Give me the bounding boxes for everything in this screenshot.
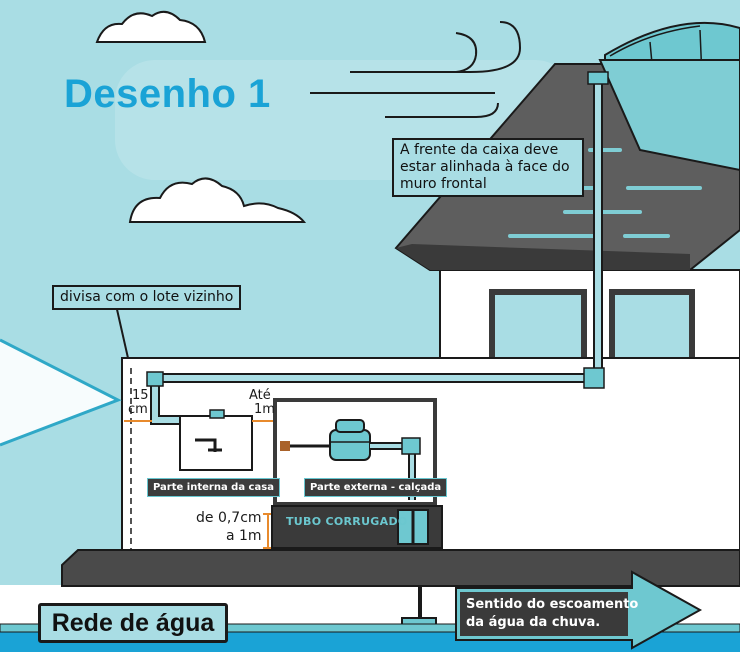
max-distance-value: 1m [254, 402, 275, 417]
faucet-icon [209, 409, 225, 419]
cloud-icon [95, 10, 207, 43]
corrugated-tube-label: TUBO CORRUGADO [286, 515, 408, 528]
sidewalk [61, 549, 740, 587]
tap-icon [195, 438, 222, 452]
cloud-icon [128, 177, 307, 223]
water-meter-icon [329, 419, 371, 461]
flow-direction-line2: da água da chuva. [466, 615, 601, 630]
house-window [489, 289, 587, 365]
depth-label-line2: a 1m [226, 528, 262, 544]
offset-unit: cm [128, 402, 148, 417]
pipe-joint [146, 371, 164, 387]
offset-value: 15 [132, 388, 149, 403]
flow-direction-line1: Sentido do escoamento [466, 597, 639, 612]
pipe-joint [587, 71, 609, 85]
house-window [609, 289, 695, 365]
interior-box [179, 415, 253, 471]
flow-direction-label: Sentido do escoamento da água da chuva. [466, 596, 638, 632]
valve-icon [280, 441, 290, 451]
interior-box-label: Parte interna da casa [147, 478, 280, 497]
external-box-label: Parte externa - calçada [304, 478, 448, 497]
water-network-top [0, 623, 740, 633]
wind-icon [310, 21, 522, 118]
pipe-joint [401, 437, 421, 455]
depth-label-line1: de 0,7cm [196, 510, 262, 526]
callout-leader [115, 304, 129, 359]
water-network-label: Rede de água [38, 603, 228, 643]
flow-arrow-label-bg [460, 592, 628, 636]
caixa-alignment-callout: A frente da caixa deve estar alinhada à … [392, 138, 584, 197]
divisa-callout: divisa com o lote vizinho [52, 285, 242, 310]
roof-tank-panel [598, 59, 740, 172]
pipe-joint [583, 367, 605, 389]
page-title: Desenho 1 [64, 72, 271, 116]
max-distance-label: Até [249, 388, 271, 403]
view-cone-outline [0, 338, 122, 447]
roof-edge [396, 244, 690, 270]
view-cone [0, 340, 118, 445]
